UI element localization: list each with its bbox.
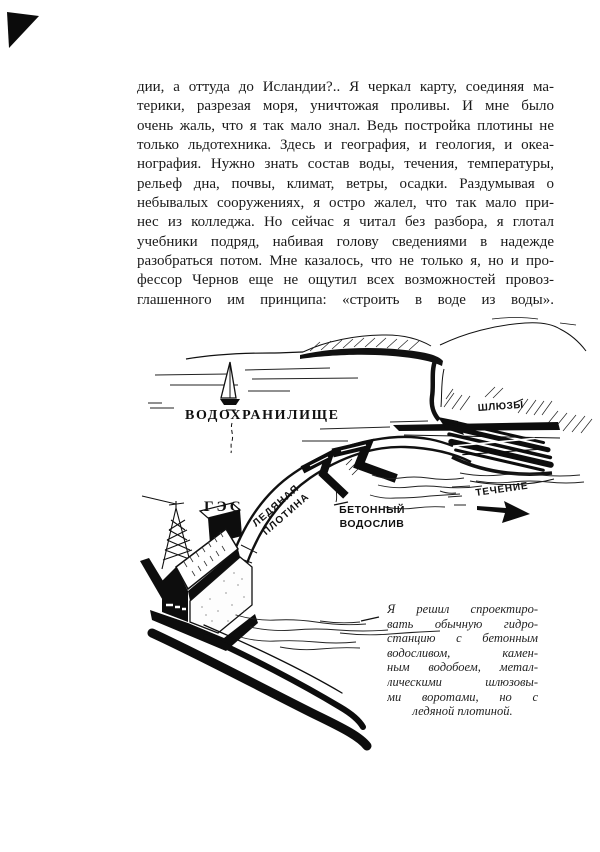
locks-leader: [513, 398, 524, 404]
caption-line: водосливом, камен-: [387, 645, 538, 660]
current-arrow-icon: [477, 501, 530, 523]
text-line: нес из колледжа. Но сейчас я читал без р…: [137, 214, 554, 231]
caption-line: ми воротами, но с: [387, 689, 538, 704]
caption-line: Я решил спроектиро-: [387, 602, 538, 616]
dam-outer-edge: [242, 445, 472, 573]
river-bend-cliff: [429, 360, 441, 422]
station-base: [150, 610, 258, 651]
downstream-water: [369, 472, 585, 510]
text-line: фессор Чернов еще не ощутил всех возможн…: [137, 272, 554, 289]
dam-scheme-illustration: ШЛЮЗЫ ВОДОХРАНИЛИЩЕ: [140, 317, 593, 751]
far-shoreline: [185, 351, 304, 360]
ice-dam-label: ЛЕДЯНАЯ ПЛОТИНА: [251, 483, 312, 538]
caption-line: лическими шлюзовы-: [387, 674, 538, 689]
illustration-caption: Я решил спроектиро- вать обычную гидро- …: [387, 602, 538, 719]
spillway-leader: [333, 501, 349, 506]
locks-structure: [444, 419, 554, 472]
sailboat: [220, 361, 240, 454]
text-line: только льдотехника. Здесь и география, и…: [137, 137, 554, 154]
transmission-tower: [141, 495, 193, 570]
concrete-spillway: [300, 438, 398, 499]
spillway-highlights: [309, 444, 367, 467]
land-hatching: [309, 337, 420, 352]
locks-label: ШЛЮЗЫ: [477, 400, 524, 414]
distant-dash: [559, 322, 577, 326]
text-line: глашенного им принципа: «строить в воде …: [137, 291, 554, 308]
text-line: небывалых сооружениях, я остро жалел, чт…: [137, 195, 554, 212]
caption-line: ным водобоем, метал-: [387, 660, 538, 675]
paragraph: дии, а оттуда до Исландии?.. Я черкал ка…: [137, 78, 554, 310]
text-line: очень жаль, что я так мало знал. Ведь по…: [137, 117, 554, 134]
caption-line: вать обычную гидро-: [387, 616, 538, 631]
spillway-label-line2: ВОДОСЛИВ: [340, 518, 405, 530]
current-water-dashes: [439, 485, 471, 506]
locks-lower-edge: [469, 478, 555, 486]
station-label: ГЭС: [204, 499, 244, 515]
text-line: нография. Нужно знать состав воды, течен…: [137, 156, 554, 173]
shore-ribbon: [300, 347, 443, 366]
text-line: рельеф дна, почвы, климат, ветры, осадки…: [137, 175, 554, 192]
reservoir-label: ВОДОХРАНИЛИЩЕ: [185, 408, 340, 423]
locks-lower-shore: [451, 455, 553, 476]
eave-shadow: [188, 549, 240, 601]
abutment-stipple: [201, 572, 245, 622]
roof-hatch: [183, 531, 226, 577]
spillway-hatch: [345, 458, 359, 476]
scan-artifact-triangle: [7, 12, 39, 48]
cliff-edge-line: [440, 368, 445, 408]
spillway-leader-squiggle: [335, 484, 338, 503]
spillway-label-line1: БЕТОННЫЙ: [339, 503, 405, 516]
caption-line: станцию с бетонным: [387, 631, 538, 646]
tailrace-water: [235, 614, 441, 651]
text-line: терики, разрезая моря, уничтожая проливы…: [137, 98, 554, 115]
dam-inner-edge: [228, 435, 454, 564]
station-windows: [166, 603, 186, 611]
distant-shore-wisp: [491, 317, 539, 320]
land-outline: [302, 334, 432, 353]
text-line: дии, а оттуда до Исландии?.. Я черкал ка…: [137, 79, 554, 95]
station-gable: [162, 567, 188, 622]
reservoir-water-lines: [148, 367, 429, 442]
distant-shore: [439, 322, 587, 352]
power-station: [140, 495, 258, 651]
concrete-abutment: [189, 556, 253, 634]
caption-leader: [360, 616, 380, 622]
text-line: учебники подряд, набивая голову сведения…: [137, 233, 554, 250]
caption-line: ледяной плотиной.: [412, 704, 513, 719]
foreground-bank: [147, 624, 372, 751]
text-line: разобраться потом. Мне казалось, что не …: [137, 253, 554, 270]
